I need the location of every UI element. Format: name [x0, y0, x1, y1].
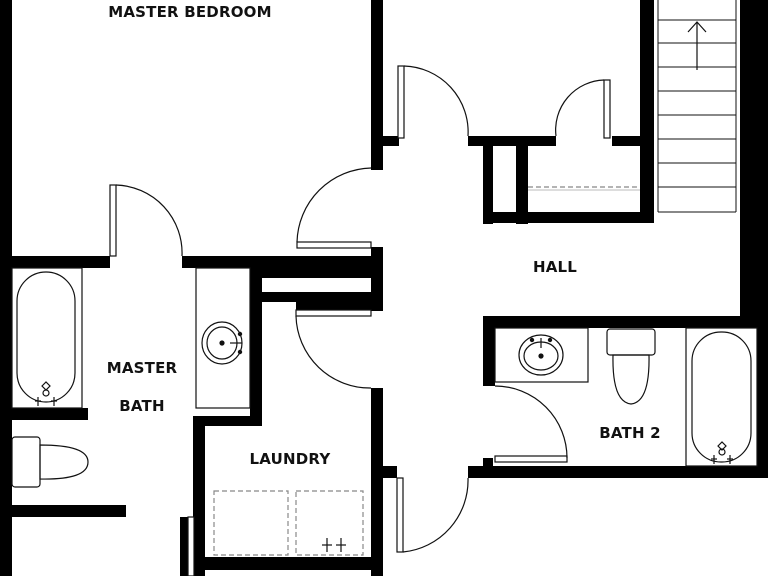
wall-bath2-left: [483, 316, 495, 386]
wall-closet-top-right: [612, 136, 644, 146]
wall-bath2-door-stub: [483, 458, 493, 468]
wall-tub-ledge: [12, 408, 88, 420]
wall-bottom-left-stub: [180, 517, 188, 576]
wall-bath2-right: [757, 316, 768, 478]
wall-laundry-bottom: [193, 557, 383, 570]
room-label-bath-2: BATH 2: [599, 424, 661, 442]
wall-bath2-top: [483, 316, 768, 328]
wall-closet-top: [468, 136, 556, 146]
wall-hall-closet-stub: [383, 136, 399, 146]
toilet-icon: [11, 436, 89, 488]
room-label-master-bath: MASTER BATH: [92, 340, 192, 416]
wall-laundry-top-stub: [296, 302, 372, 310]
toilet-icon: [606, 328, 656, 405]
wall-closet-right: [640, 0, 654, 223]
laundry-valves: [322, 538, 346, 552]
room-label-master-bedroom: MASTER BEDROOM: [108, 3, 272, 21]
wall-laundry-right: [371, 388, 383, 576]
room-label-master-bath-line1: MASTER: [106, 359, 178, 377]
wall-chase-bottom: [262, 292, 372, 302]
wall-hall-stub-right: [383, 466, 397, 478]
sink-icon: [494, 327, 589, 383]
wall-bedroom-right: [371, 0, 383, 170]
washer-dryer-icon: [213, 490, 364, 556]
room-label-master-bath-line2: BATH: [119, 397, 165, 415]
door-swing-icon: [109, 65, 611, 576]
wall-closet-left: [483, 146, 493, 224]
bathtub-icon: [11, 267, 83, 409]
wall-closet-mid: [516, 146, 528, 224]
wall-chase-right: [371, 247, 383, 311]
wall-left-exterior: [0, 0, 12, 576]
sink-icon: [195, 267, 251, 409]
room-label-hall: HALL: [532, 258, 578, 276]
wall-laundry-upper: [193, 416, 262, 426]
wall-closet-bottom: [483, 212, 653, 223]
wall-master-bath-top-a: [12, 256, 110, 268]
room-label-laundry: LAUNDRY: [249, 450, 331, 468]
bathtub-icon: [685, 327, 758, 467]
wall-laundry-left: [193, 416, 205, 576]
wall-toilet-bottom: [12, 505, 126, 517]
wall-stairs-right: [740, 0, 768, 322]
wall-bath2-bottom: [468, 466, 758, 478]
wall-master-bath-top-b: [182, 256, 372, 268]
wall-chase-top: [262, 268, 372, 278]
stairs-arrow-icon: [687, 21, 707, 70]
wall-chase-left: [250, 268, 262, 418]
